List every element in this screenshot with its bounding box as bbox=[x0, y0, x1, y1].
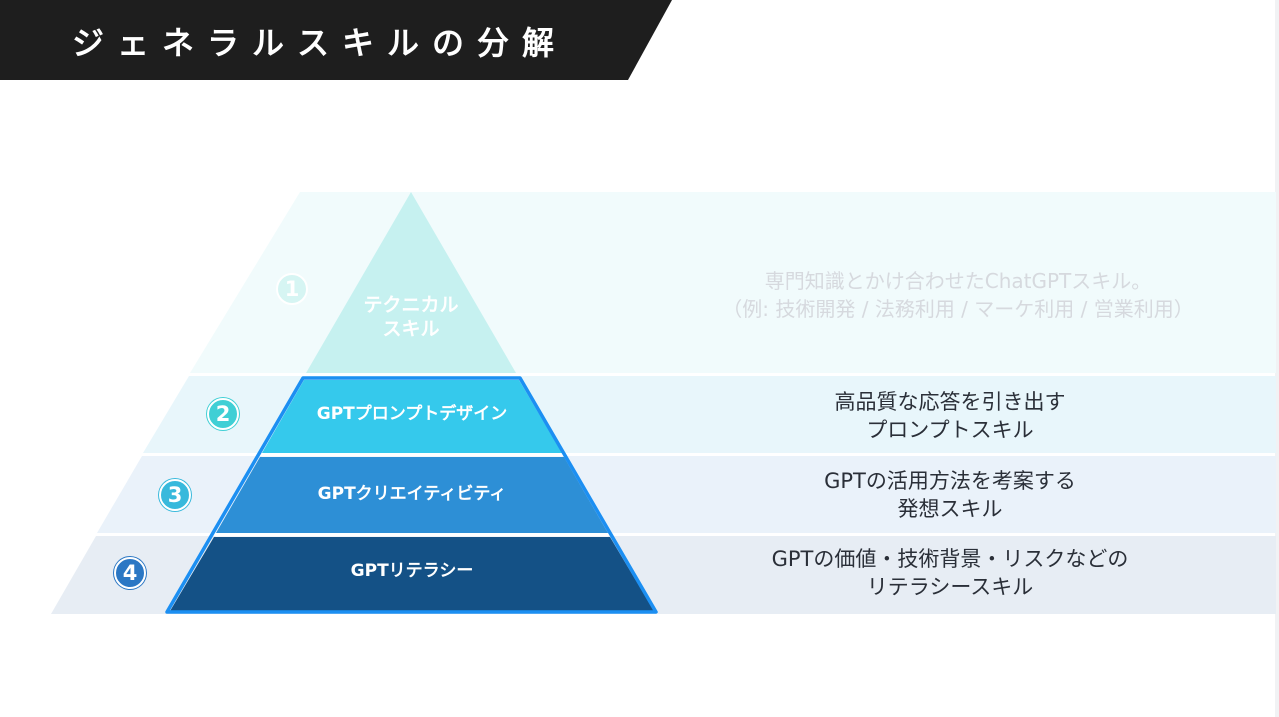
level-2-description: 高品質な応答を引き出す プロンプトスキル bbox=[834, 390, 1066, 442]
pyramid-label-literacy: GPTリテラシー bbox=[350, 561, 474, 581]
pyramid-tier-prompt-design bbox=[262, 380, 562, 453]
pyramid-tier-creativity bbox=[216, 457, 608, 533]
header-banner bbox=[0, 0, 672, 80]
pyramid-label-technical: テクニカル スキル bbox=[363, 294, 459, 340]
level-3-number-badge: 3 bbox=[159, 479, 191, 511]
pyramid-tier-literacy bbox=[170, 537, 654, 611]
level-4-number-badge: 4 bbox=[114, 557, 146, 589]
pyramid-top-technical bbox=[306, 192, 516, 373]
level-4-description: GPTの価値・技術背景・リスクなどの リテラシースキル bbox=[771, 547, 1129, 599]
level-1-number-badge: 1 bbox=[276, 273, 308, 305]
pyramid-label-creativity: GPTクリエイティビティ bbox=[317, 484, 507, 504]
right-edge-border bbox=[1275, 0, 1279, 717]
pyramid-outline bbox=[165, 376, 658, 614]
pyramid-label-prompt-design: GPTプロンプトデザイン bbox=[316, 404, 508, 424]
level-2-number-badge: 2 bbox=[207, 398, 239, 430]
level-3-description: GPTの活用方法を考案する 発想スキル bbox=[824, 469, 1076, 521]
level-1-description: 専門知識とかけ合わせたChatGPTスキル。 （例: 技術開発 / 法務利用 /… bbox=[722, 269, 1194, 321]
page-title: ジェネラルスキルの分解 bbox=[72, 24, 568, 62]
